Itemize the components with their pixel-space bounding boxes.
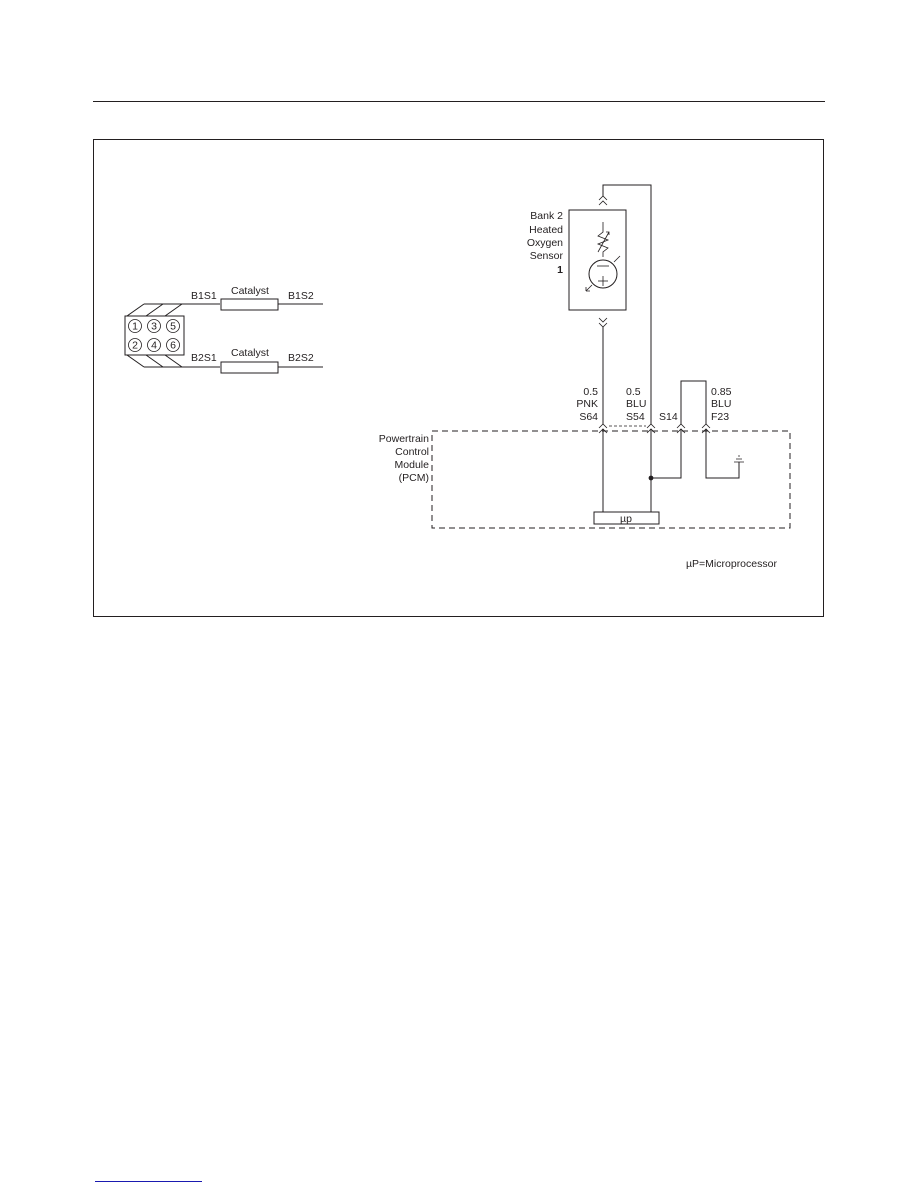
b2s2-label: B2S2 bbox=[288, 352, 314, 364]
footer-link-underline[interactable] bbox=[95, 1181, 202, 1182]
sensor-label-3: Oxygen bbox=[527, 237, 563, 249]
variable-arrow bbox=[597, 231, 610, 253]
f23-color: BLU bbox=[711, 398, 731, 410]
sensor-label-5: 1 bbox=[557, 264, 563, 276]
sensor-label-4: Sensor bbox=[530, 250, 564, 262]
pcm-label-3: Module bbox=[395, 459, 430, 471]
blu-terminal: S54 bbox=[626, 411, 645, 423]
pnk-color: PNK bbox=[576, 398, 598, 410]
sensor-top-connector bbox=[598, 195, 608, 206]
engine-block bbox=[124, 315, 185, 356]
header-rule bbox=[93, 101, 825, 102]
s14-f23-jumper bbox=[680, 380, 707, 424]
blu-wire bbox=[602, 184, 652, 424]
sensor-label-2: Heated bbox=[529, 224, 563, 236]
catalyst-top bbox=[220, 298, 279, 311]
bank2-manifold bbox=[126, 354, 220, 368]
blu-size: 0.5 bbox=[626, 386, 641, 398]
diagram-frame bbox=[93, 139, 824, 617]
sensor-bottom-connector bbox=[598, 317, 608, 328]
cylinder-5-circle bbox=[166, 319, 180, 333]
pcm-label-1: Powertrain bbox=[379, 433, 429, 445]
ground-icon bbox=[734, 455, 744, 463]
splice-dot bbox=[648, 475, 654, 481]
blu-color: BLU bbox=[626, 398, 646, 410]
catalyst-bottom bbox=[220, 361, 279, 374]
cylinder-1-circle bbox=[128, 319, 142, 333]
b1s2-label: B1S2 bbox=[288, 290, 314, 302]
engine-schematic: 1 3 5 2 4 6 B1S1 Catalyst B1S2 B2S1 Cata… bbox=[124, 285, 323, 374]
f23-terminal: F23 bbox=[711, 411, 729, 423]
microprocessor-box bbox=[593, 511, 660, 525]
catalyst-bottom-label: Catalyst bbox=[231, 347, 269, 359]
b1s1-label: B1S1 bbox=[191, 290, 217, 302]
cylinder-4-circle bbox=[147, 338, 161, 352]
catalyst-top-label: Catalyst bbox=[231, 285, 269, 297]
cylinder-2-label: 2 bbox=[132, 340, 138, 352]
wiring bbox=[598, 184, 744, 512]
bank1-manifold bbox=[126, 303, 220, 317]
oxygen-sensor: Bank 2 Heated Oxygen Sensor 1 bbox=[527, 195, 627, 328]
cylinder-4-label: 4 bbox=[151, 340, 157, 352]
cylinder-3-label: 3 bbox=[151, 321, 157, 333]
sensor-housing bbox=[568, 209, 627, 311]
pcm-label-2: Control bbox=[395, 446, 429, 458]
pnk-size: 0.5 bbox=[583, 386, 598, 398]
pcm-module: µp Powertrain Control Module (PCM) bbox=[379, 430, 791, 529]
f23-size: 0.85 bbox=[711, 386, 732, 398]
s14-terminal: S14 bbox=[659, 411, 678, 423]
sensor-cell bbox=[588, 259, 618, 289]
pcm-label-4: (PCM) bbox=[399, 472, 429, 484]
legend-text: µP=Microprocessor bbox=[686, 558, 777, 570]
pnk-terminal: S64 bbox=[579, 411, 598, 423]
cylinder-6-circle bbox=[166, 338, 180, 352]
cylinder-5-label: 5 bbox=[170, 321, 176, 333]
sensor-label-1: Bank 2 bbox=[530, 210, 563, 222]
pcm-boundary bbox=[431, 430, 791, 529]
heater-resistor bbox=[596, 222, 610, 257]
cylinder-1-label: 1 bbox=[132, 321, 138, 333]
cylinder-6-label: 6 bbox=[170, 340, 176, 352]
cylinder-2-circle bbox=[128, 338, 142, 352]
b2s1-label: B2S1 bbox=[191, 352, 217, 364]
microprocessor-label: µp bbox=[620, 513, 632, 525]
cylinder-3-circle bbox=[147, 319, 161, 333]
